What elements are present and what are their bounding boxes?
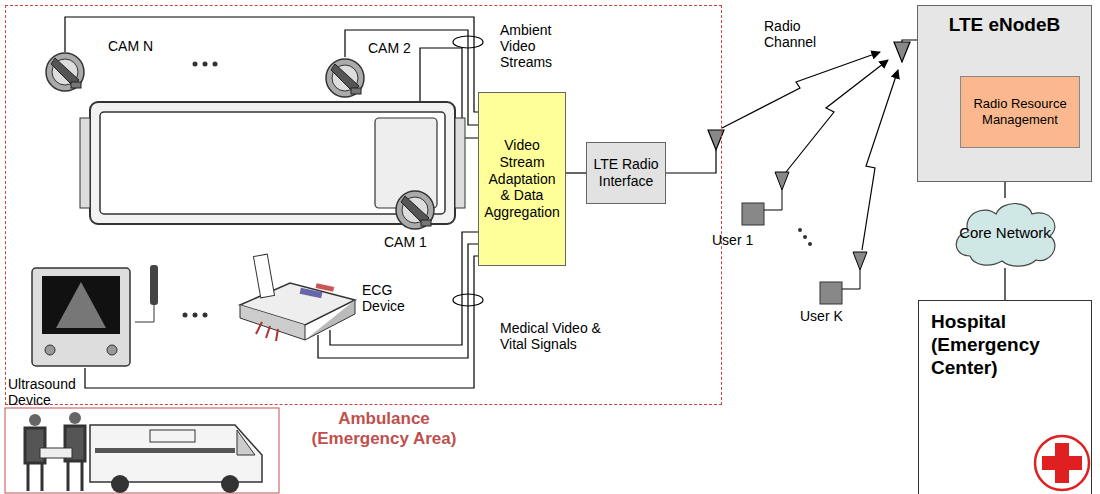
node-text: LTE Radio Interface [591,156,661,190]
connector-line [566,172,586,173]
device-label: CAM 2 [368,40,411,56]
user-terminal [742,172,867,304]
cloud-shape: Core Network [950,198,1060,268]
stream-label: Radio Channel [764,18,834,50]
device-label: CAM N [108,38,153,54]
stream-label: Ambient Video Streams [500,22,562,70]
device-label: ECG Device [362,282,422,314]
node-text: Radio Resource Management [965,96,1075,127]
node-text: Video Stream Adaptation & Data Aggregati… [483,137,561,221]
ellipsis-dots [183,62,813,318]
red-cross [1035,436,1089,490]
ecg-device [240,254,355,341]
node-text: Hospital (Emergency Center) [931,311,1079,379]
connector-line [1004,182,1005,198]
node-text: LTE eNodeB [918,14,1091,37]
process-box: Hospital (Emergency Center) [918,300,1092,494]
ambulance-picture [5,408,279,493]
node-text: Core Network [959,224,1051,242]
device-label: User K [800,308,843,324]
device-label: CAM 1 [384,234,427,250]
process-box: Video Stream Adaptation & Data Aggregati… [478,92,566,266]
stream-label: Medical Video & Vital Signals [500,320,618,352]
connector-line [1004,268,1005,300]
region-box: Ambulance (Emergency Area)Video Stream A… [5,5,722,405]
medical-wires [85,232,483,388]
camera-icon [326,59,364,97]
camera-icon [46,53,84,91]
device-label: Ultrasound Device [8,376,100,408]
radio-link [722,52,898,250]
process-box: Radio Resource Management [960,76,1080,148]
antenna [666,40,917,173]
region-title: Ambulance (Emergency Area) [289,409,479,450]
camera-icon [396,191,434,229]
process-box: LTE Radio Interface [586,142,666,204]
device-label: User 1 [712,232,753,248]
ultrasound-device [32,265,158,366]
process-box: LTE eNodeB Radio Resource Management [917,5,1092,182]
